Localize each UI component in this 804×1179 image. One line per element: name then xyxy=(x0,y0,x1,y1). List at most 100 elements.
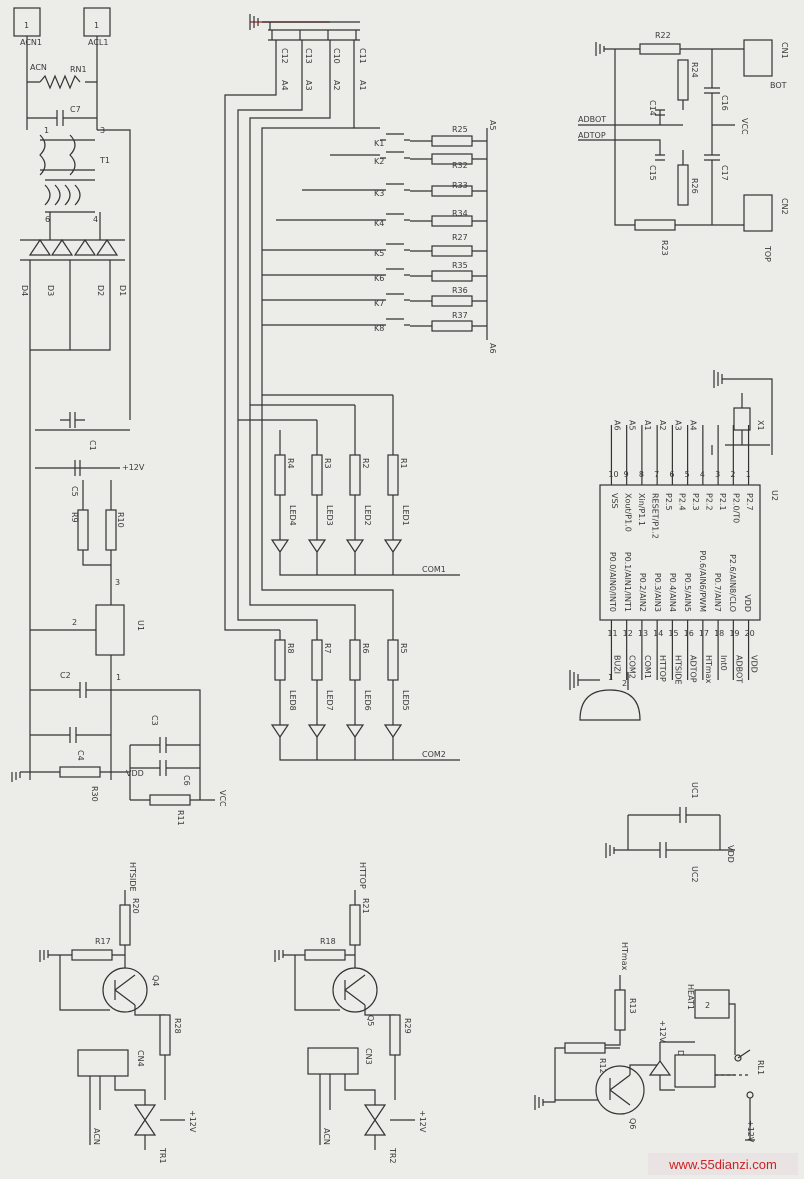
adbot-label: ADBOT xyxy=(578,115,606,124)
r18-wires xyxy=(274,950,355,1011)
keys xyxy=(380,133,410,326)
transformer-t1-primary xyxy=(39,134,95,176)
d3-label: D3 xyxy=(46,285,55,296)
r12-wires xyxy=(534,1047,620,1110)
r1-label: R1 xyxy=(399,458,408,469)
t1-pin1: 1 xyxy=(44,126,49,135)
mcu-bottom-net: COM1 xyxy=(643,655,652,679)
u1-pin2: 2 xyxy=(72,618,77,627)
mcu-pin-name-bottom: P0.1/AIN1/INT1 xyxy=(623,552,632,612)
transistor-q5 xyxy=(332,967,378,1013)
c16-label: C16 xyxy=(720,95,729,111)
k2-label: K2 xyxy=(374,157,384,166)
plus12v-label-5: +12V xyxy=(746,1120,755,1143)
resistor-r7 xyxy=(311,639,323,681)
cn2-label: CN2 xyxy=(780,198,789,215)
buzzer-wires xyxy=(569,670,629,690)
r21-label: R21 xyxy=(361,898,370,914)
r13-wires xyxy=(605,975,621,1046)
a1-label: A1 xyxy=(358,80,367,91)
r24-label: R24 xyxy=(690,62,699,78)
k5-label: K5 xyxy=(374,249,384,258)
d1-label: D1 xyxy=(118,285,127,296)
q6-label: Q6 xyxy=(628,1118,637,1129)
connector-cn1 xyxy=(743,39,773,77)
r6-label: R6 xyxy=(361,643,370,654)
mcu-top-net: A4 xyxy=(689,420,698,431)
c16-c17 xyxy=(704,49,735,225)
capacitor-bank-plates xyxy=(268,30,360,41)
mcu-pin-name-top: Xout/P1.0 xyxy=(624,493,633,532)
u1-pin1: 1 xyxy=(116,673,121,682)
k4-label: K4 xyxy=(374,219,384,228)
c17-label: C17 xyxy=(720,165,729,181)
mcu-top-net: A3 xyxy=(673,420,682,431)
bot-label: BOT xyxy=(770,81,787,90)
t1-pin4: 4 xyxy=(93,215,98,224)
r22-label: R22 xyxy=(655,31,671,40)
k7-label: K7 xyxy=(374,299,384,308)
k8-label: K8 xyxy=(374,324,384,333)
connector-heat1 xyxy=(694,989,730,1019)
adc-wires xyxy=(578,109,683,161)
a4-label: A4 xyxy=(280,80,289,91)
capacitor-bank-top xyxy=(268,22,360,31)
adtop-label: ADTOP xyxy=(578,131,606,140)
key-resistor-wires xyxy=(410,128,488,340)
led-group2-diodes xyxy=(270,724,403,739)
regulator-u1 xyxy=(95,604,125,656)
buzzer-pin2: 2 xyxy=(622,679,627,688)
resistor-r23 xyxy=(634,219,676,231)
mcu-bottom-pin-num: 16 xyxy=(684,629,694,638)
mcu-bottom-pin-num: 18 xyxy=(714,629,724,638)
mcu-top-net: A6 xyxy=(612,420,621,431)
r18-label: R18 xyxy=(320,937,336,946)
mcu-bottom-net: ADTOP xyxy=(689,655,698,683)
u2-label: U2 xyxy=(770,490,779,501)
mcu-bottom-net: HTSIDE xyxy=(673,655,682,685)
mcu-pin-name-top: P2.7 xyxy=(745,493,754,511)
a2-label: A2 xyxy=(332,80,341,91)
r4-label: R4 xyxy=(286,458,295,469)
led8-label: LED8 xyxy=(288,690,297,711)
mcu-pin-name-top: VSS xyxy=(610,493,619,509)
crystal-x1 xyxy=(733,407,751,431)
t1-label: T1 xyxy=(99,156,110,165)
plus12v-label-4: +12V xyxy=(658,1020,667,1043)
c10-label: C10 xyxy=(332,48,341,64)
mcu-pin-name-top: P2.1 xyxy=(718,493,727,511)
r9-label: R9 xyxy=(70,512,79,523)
c3-label: C3 xyxy=(150,715,159,726)
mcu-pin-name-top: P2.3 xyxy=(691,493,700,511)
resistor-r10 xyxy=(105,509,117,551)
led2-wires xyxy=(279,630,394,725)
mcu-bottom-net: Int0 xyxy=(719,655,728,671)
acl1-label: ACL1 xyxy=(88,38,108,47)
led-group1-diodes xyxy=(270,539,403,554)
k6-label: K6 xyxy=(374,274,384,283)
resistor-r3 xyxy=(311,454,323,496)
acn1-pin: 1 xyxy=(24,21,29,30)
r32-label: R32 xyxy=(452,161,468,170)
r36-label: R36 xyxy=(452,286,468,295)
resistor-r4 xyxy=(274,454,286,496)
r7-label: R7 xyxy=(323,643,332,654)
led4-label: LED4 xyxy=(288,505,297,526)
c2-label: C2 xyxy=(60,671,71,680)
transformer-t1-secondary xyxy=(44,179,95,213)
cn3-label: CN3 xyxy=(364,1048,373,1065)
d2-label: D2 xyxy=(96,285,105,296)
led1-wires xyxy=(279,495,394,540)
r26-label: R26 xyxy=(690,178,699,194)
resistor-r21 xyxy=(349,904,361,946)
capacitor-c4 xyxy=(30,727,111,743)
ground-main xyxy=(11,771,130,782)
mcu-top-pin-num: 6 xyxy=(669,470,674,479)
capacitor-c1 xyxy=(60,412,85,428)
led1-supply-wires xyxy=(279,395,394,455)
relay-contacts xyxy=(715,1003,736,1076)
relay-contact-2 xyxy=(746,1091,754,1099)
plus12v-label-2: +12V xyxy=(188,1110,197,1133)
